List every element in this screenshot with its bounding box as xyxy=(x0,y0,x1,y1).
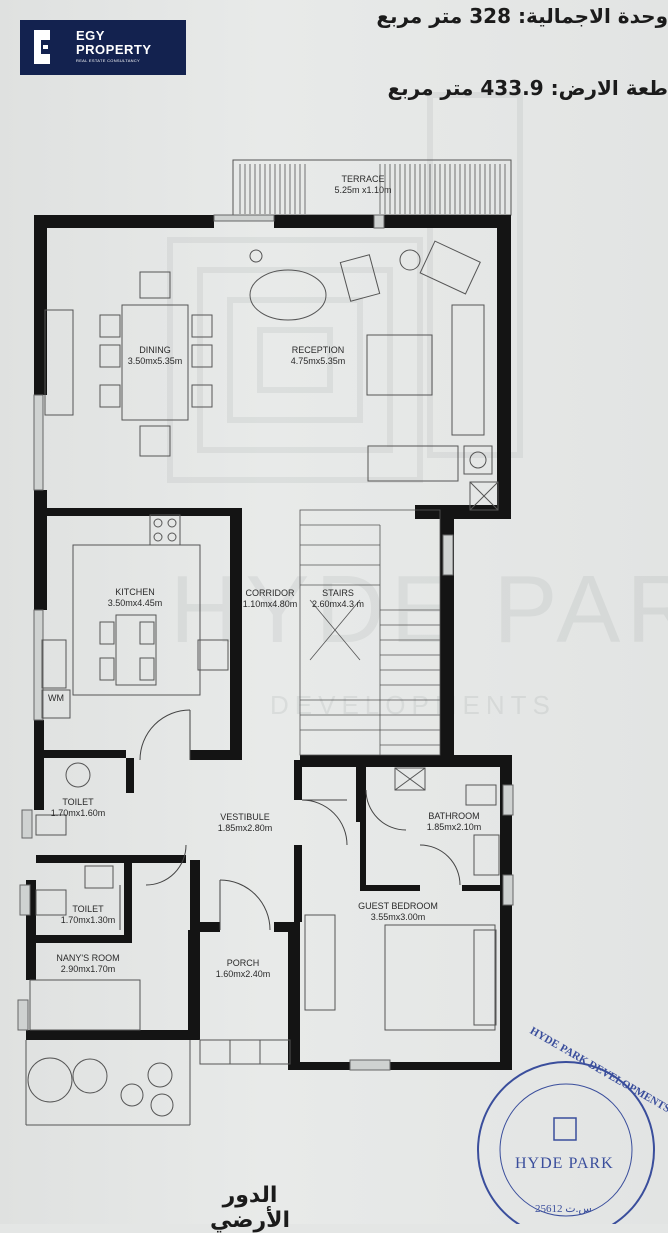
nanny-room-name: NANY'S ROOM xyxy=(56,953,120,963)
stamp-brand: HYDE PARK xyxy=(515,1155,614,1172)
garden-sketch xyxy=(25,1040,191,1126)
room-label-kitchen: KITCHEN 3.50mx4.45m xyxy=(108,587,163,609)
room-label-vestibule: VESTIBULE 1.85mx2.80m xyxy=(218,812,273,834)
vestibule-name: VESTIBULE xyxy=(220,812,270,822)
reception-name: RECEPTION xyxy=(291,345,345,355)
dining-name: DINING xyxy=(139,345,171,355)
company-stamp xyxy=(477,1061,655,1224)
porch-dims: 1.60mx2.40m xyxy=(215,969,271,979)
stairs-dims: 2.60mx4.3 m xyxy=(311,599,365,609)
porch-name: PORCH xyxy=(226,958,260,968)
egy-property-logo[interactable]: EGY PROPERTY REAL ESTATE CONSULTANCY xyxy=(20,20,186,75)
room-label-dining: DINING 3.50mx5.35m xyxy=(128,345,183,367)
stamp-number: 25612 س.ت xyxy=(535,1203,592,1215)
exterior-walls xyxy=(26,215,512,1070)
guest-bedroom-dims: 3.55mx3.00m xyxy=(370,912,426,922)
furniture xyxy=(29,240,500,1065)
door-swings xyxy=(119,709,461,931)
floor-title: الدور الأرضي xyxy=(209,1183,291,1233)
nanny-room-dims: 2.90mx1.70m xyxy=(60,964,116,974)
room-label-porch: PORCH 1.60mx2.40m xyxy=(216,958,271,980)
stairs-symbol xyxy=(299,509,441,756)
toilet-1-dims: 1.70mx1.60m xyxy=(50,808,106,818)
room-label-stairs: STAIRS 2.60mx4.3 m xyxy=(312,588,364,610)
logo-tagline: REAL ESTATE CONSULTANCY xyxy=(76,58,141,63)
room-label-reception: RECEPTION 4.75mx5.35m xyxy=(291,345,346,367)
stairs-name: STAIRS xyxy=(322,588,354,598)
terrace-dims: 5.25m x1.10m xyxy=(334,185,392,195)
vestibule-dims: 1.85mx2.80m xyxy=(217,823,273,833)
terrace-name: TERRACE xyxy=(341,174,385,184)
room-label-corridor: CORRIDOR 1.10mx4.80m xyxy=(243,588,298,610)
toilet-2-dims: 1.70mx1.30m xyxy=(60,915,116,925)
reception-dims: 4.75mx5.35m xyxy=(290,356,346,366)
wm-name: WM xyxy=(48,693,64,703)
room-label-toilet-1: TOILET 1.70mx1.60m xyxy=(51,797,106,819)
room-label-toilet-2: TOILET 1.70mx1.30m xyxy=(61,904,116,926)
toilet-1-name: TOILET xyxy=(62,797,94,807)
logo-line1: EGY xyxy=(76,28,105,43)
window-panes xyxy=(17,214,514,1071)
room-label-guest-bedroom: GUEST BEDROOM 3.55mx3.00m xyxy=(358,901,438,923)
watermark-brand: HYDE PARK xyxy=(170,556,668,663)
room-label-terrace: TERRACE 5.25m x1.10m xyxy=(334,174,391,196)
interior-walls xyxy=(36,508,502,943)
unit-total-area: وحدة الاجمالية: 328 متر مربع xyxy=(376,4,668,28)
logo-e-icon xyxy=(34,30,50,64)
toilet-2-name: TOILET xyxy=(72,904,104,914)
dining-dims: 3.50mx5.35m xyxy=(127,356,183,366)
bathroom-name: BATHROOM xyxy=(428,811,480,821)
logo-line2: PROPERTY xyxy=(76,42,152,57)
kitchen-dims: 3.50mx4.45m xyxy=(107,598,163,608)
room-label-bathroom: BATHROOM 1.85mx2.10m xyxy=(427,811,482,833)
guest-bedroom-name: GUEST BEDROOM xyxy=(358,901,438,911)
room-label-nanny-room: NANY'S ROOM 2.90mx1.70m xyxy=(56,953,119,975)
room-label-wm: WM xyxy=(48,693,64,704)
land-plot-area: طعة الارض: 433.9 متر مربع xyxy=(387,76,668,100)
bathroom-dims: 1.85mx2.10m xyxy=(426,822,482,832)
corridor-name: CORRIDOR xyxy=(245,588,295,598)
corridor-dims: 1.10mx4.80m xyxy=(242,599,298,609)
kitchen-name: KITCHEN xyxy=(115,587,155,597)
